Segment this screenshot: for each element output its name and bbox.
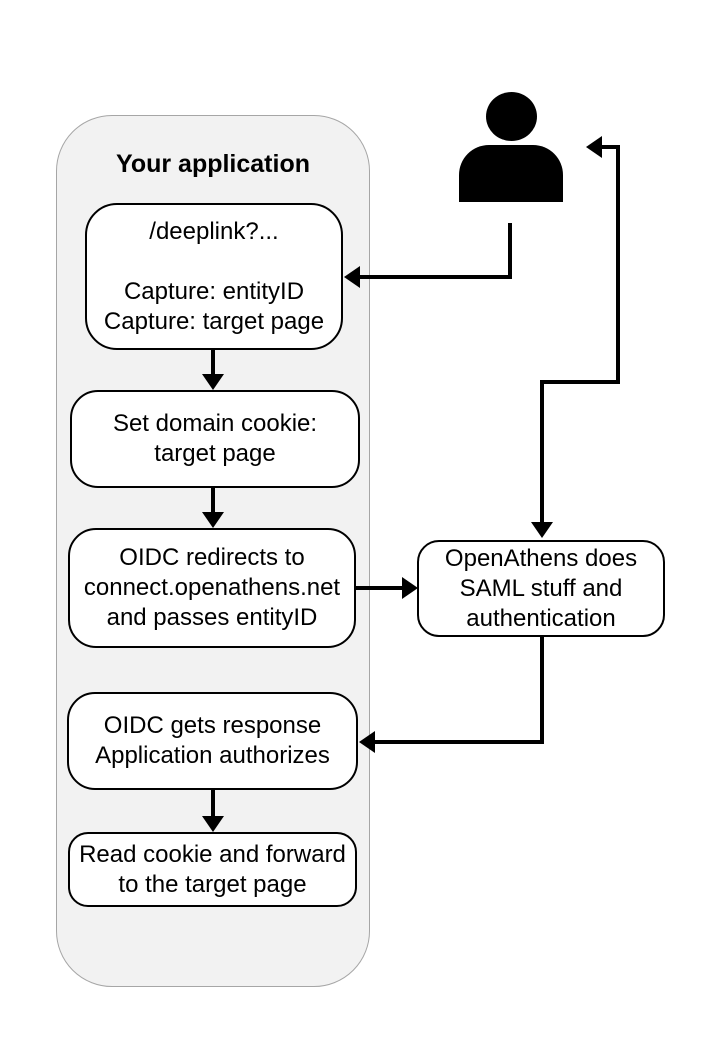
- node-deeplink-line: Capture: entityID: [123, 277, 305, 305]
- arrow-segment: [211, 789, 215, 818]
- node-set-domain-cookie: Set domain cookie: target page: [70, 390, 360, 488]
- arrowhead-down-icon: [202, 512, 224, 528]
- node-read-cookie-line: Read cookie and forward: [79, 840, 346, 868]
- arrow-segment: [374, 740, 544, 744]
- arrowhead-left-icon: [586, 136, 602, 158]
- node-read-cookie-line: to the target page: [118, 870, 307, 898]
- arrow-segment: [540, 380, 620, 384]
- node-set-domain-cookie-line: target page: [154, 440, 276, 467]
- node-oidc-gets-response-line: Application authorizes: [95, 742, 330, 769]
- arrow-segment: [616, 145, 620, 384]
- arrow-segment: [211, 487, 215, 514]
- node-read-cookie: Read cookie and forward to the target pa…: [68, 832, 357, 907]
- arrowhead-left-icon: [344, 266, 360, 288]
- arrow-segment: [540, 380, 544, 524]
- arrow-segment: [508, 223, 512, 279]
- container-title: Your application: [116, 150, 310, 178]
- node-oidc-redirects-line: connect.openathens.net: [83, 574, 341, 601]
- node-deeplink-line: /deeplink?...: [149, 217, 279, 245]
- arrow-segment: [600, 145, 620, 149]
- person-body-shape: [459, 145, 563, 202]
- person-head-shape: [486, 92, 537, 141]
- node-oidc-gets-response: OIDC gets response Application authorize…: [67, 692, 358, 790]
- node-openathens: OpenAthens does SAML stuff and authentic…: [417, 540, 665, 637]
- node-oidc-redirects: OIDC redirects to connect.openathens.net…: [68, 528, 356, 648]
- arrowhead-down-icon: [531, 522, 553, 538]
- node-oidc-redirects-line: OIDC redirects to: [119, 544, 305, 571]
- arrow-segment: [540, 636, 544, 744]
- node-openathens-line: SAML stuff and: [459, 574, 623, 602]
- arrow-segment: [355, 586, 404, 590]
- arrowhead-down-icon: [202, 374, 224, 390]
- arrow-segment: [211, 349, 215, 376]
- arrow-segment: [359, 275, 512, 279]
- node-openathens-line: OpenAthens does: [444, 544, 638, 572]
- node-set-domain-cookie-line: Set domain cookie:: [112, 410, 318, 437]
- node-oidc-gets-response-line: OIDC gets response: [103, 712, 322, 739]
- arrowhead-down-icon: [202, 816, 224, 832]
- arrowhead-left-icon: [359, 731, 375, 753]
- arrowhead-right-icon: [402, 577, 418, 599]
- node-openathens-line: authentication: [466, 604, 616, 632]
- node-deeplink-line: Capture: target page: [103, 307, 325, 335]
- node-deeplink: /deeplink?... Capture: entityID Capture:…: [85, 203, 343, 350]
- node-oidc-redirects-line: and passes entityID: [106, 604, 318, 631]
